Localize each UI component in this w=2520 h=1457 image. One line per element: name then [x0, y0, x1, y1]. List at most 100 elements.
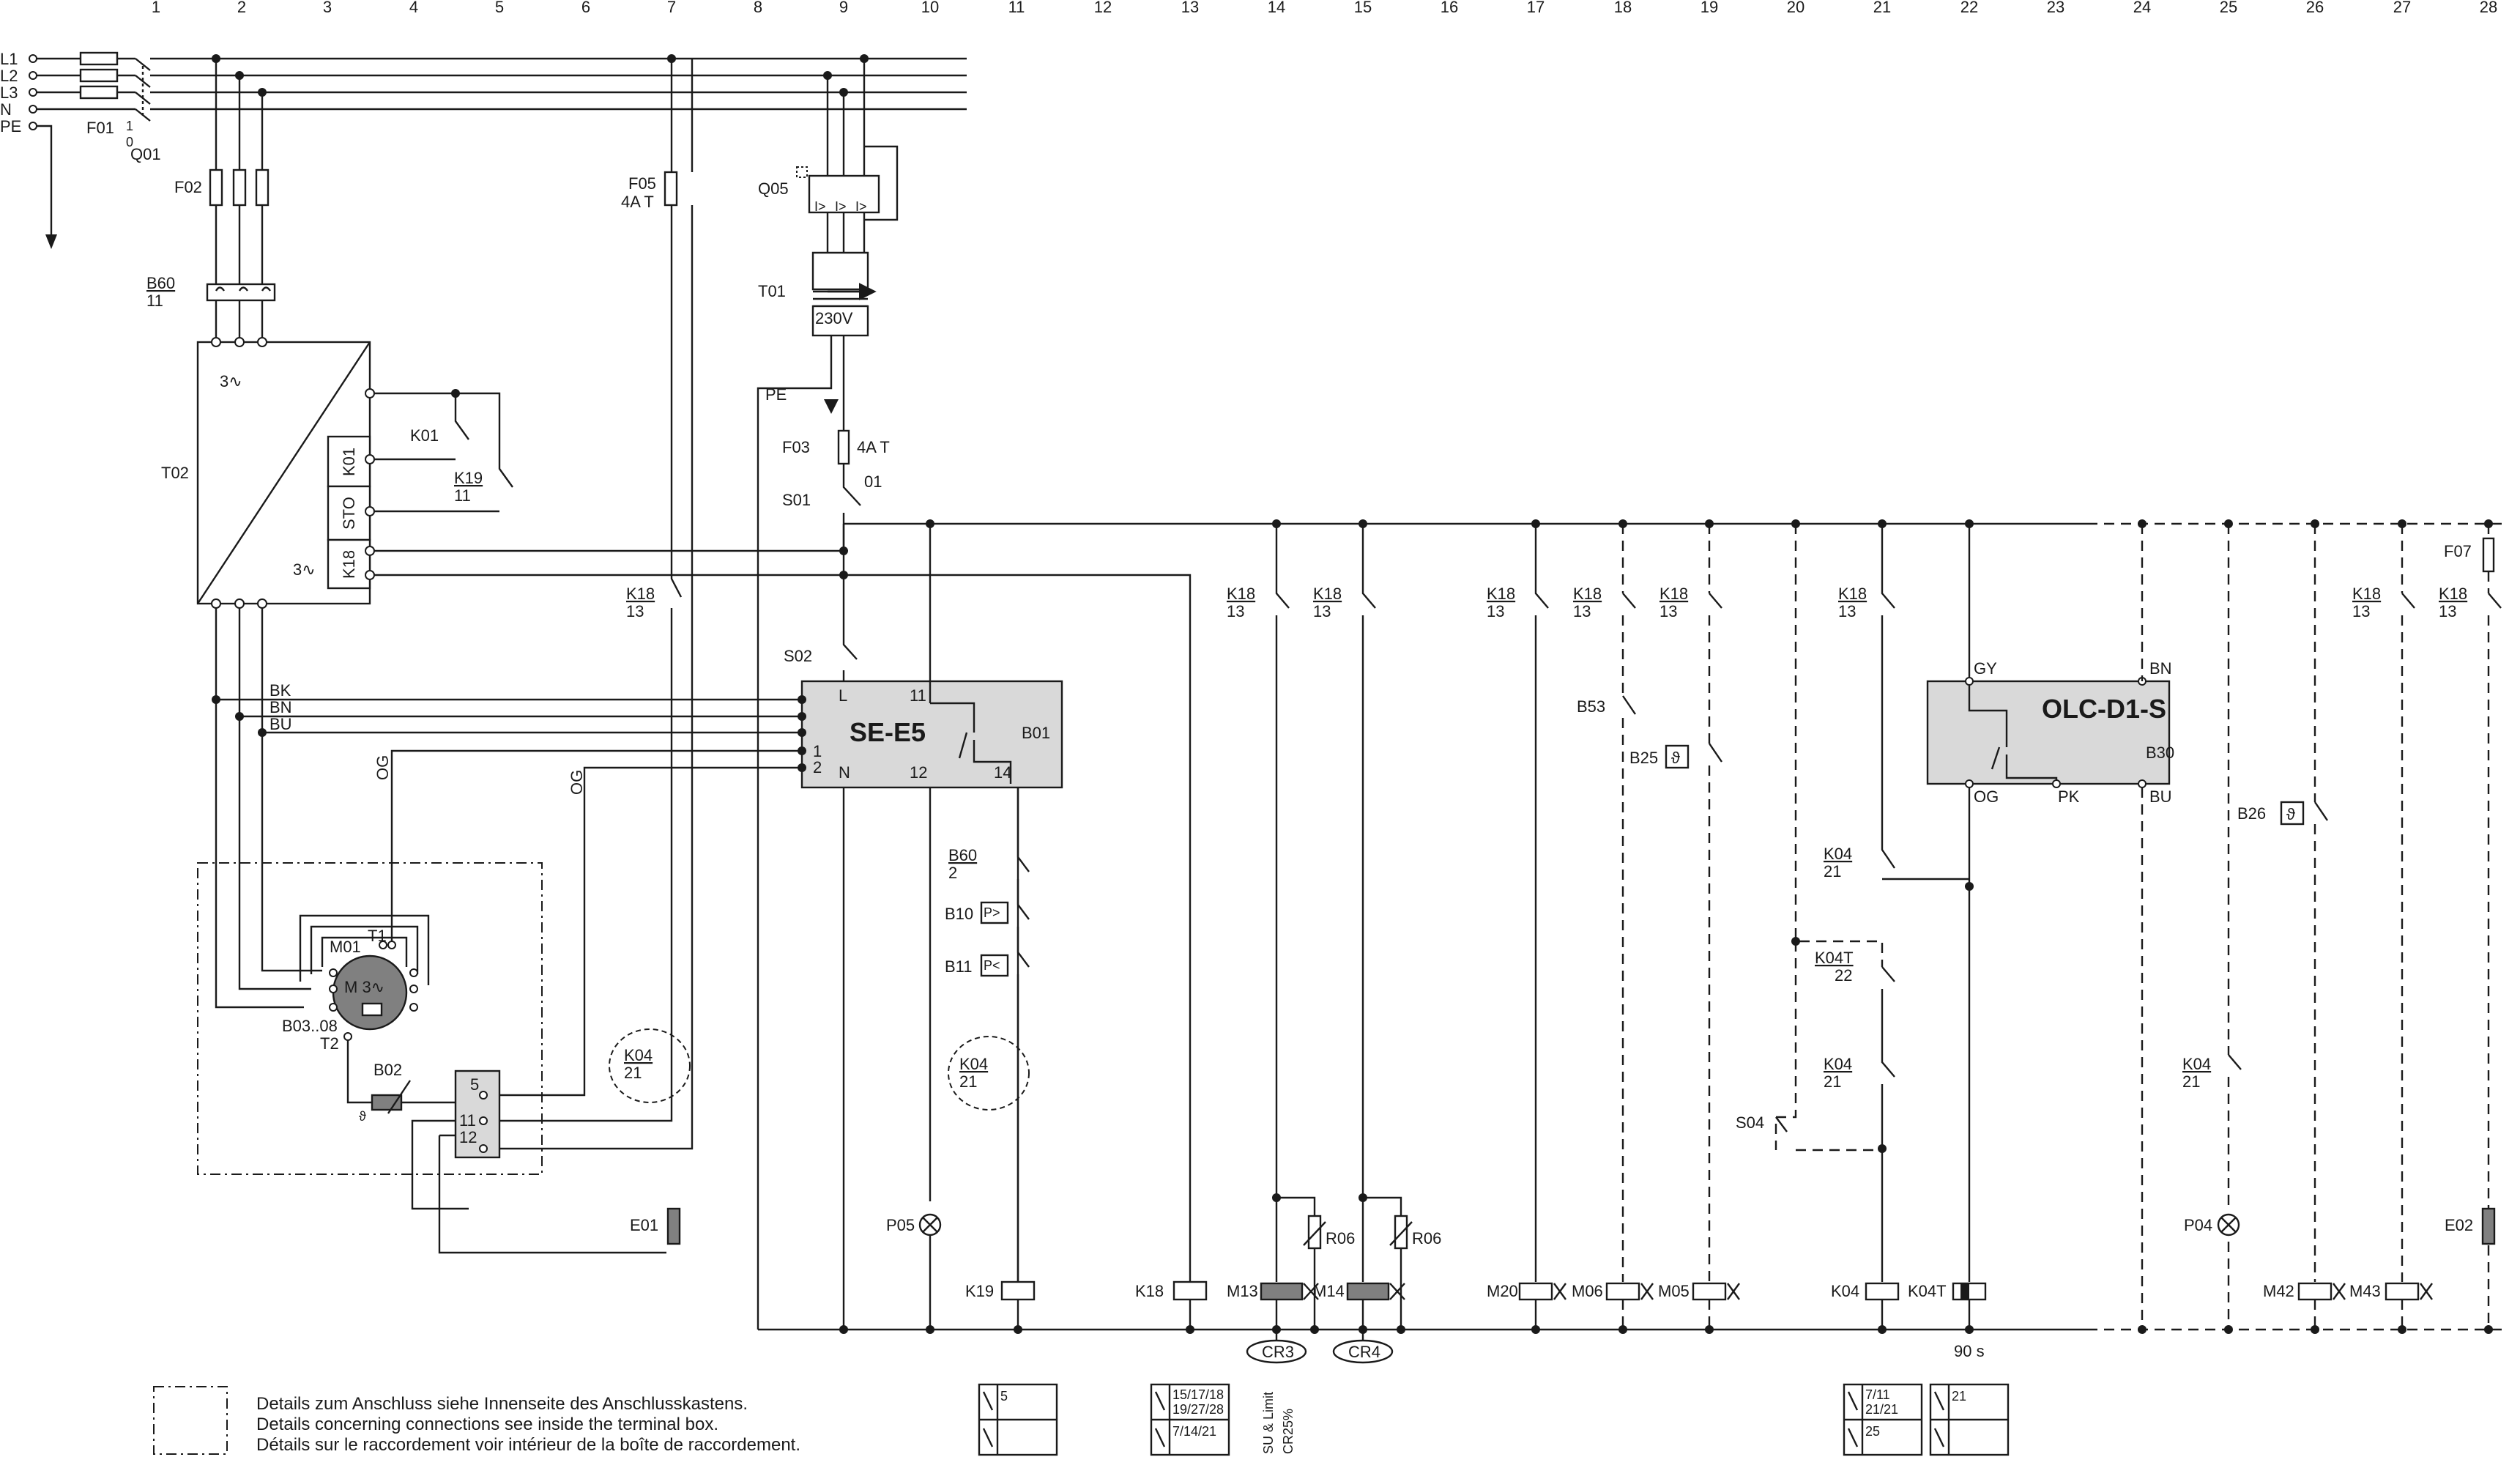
e01-heater	[666, 1207, 681, 1245]
se-e5-module: B01	[1022, 724, 1050, 742]
cr3-label: CR3	[1262, 1343, 1294, 1361]
b02-theta: ϑ	[359, 1109, 366, 1124]
s01-label: S01	[782, 491, 811, 509]
m05-coil	[1692, 1282, 1727, 1301]
col-18: 18	[1614, 0, 1632, 16]
k18-m06-ref: 13	[1573, 602, 1591, 620]
s01-ref: 01	[864, 472, 882, 491]
k18-m20-label: K18	[1487, 585, 1515, 603]
se-e5-title: SE-E5	[850, 717, 926, 747]
t01-block	[811, 305, 869, 337]
xref-k04-no-1: 7/11	[1865, 1387, 1890, 1402]
f02-fuse-2	[232, 168, 247, 207]
control-bus	[758, 522, 2505, 1331]
s04-label: S04	[1736, 1113, 1764, 1132]
se-e5-pin-n: N	[839, 763, 850, 782]
col-21: 21	[1873, 0, 1891, 16]
xref-k19-no: 5	[1000, 1389, 1008, 1404]
column-numbers: 1 2 3 4 5 6 7 8 9 10 11 12 13 14 15 16 1…	[152, 0, 2497, 16]
t02-drive: 3∿ 3∿ T02 K01 STO K18 K01 K19 11	[161, 337, 844, 609]
k18-m05-ref: 13	[1659, 602, 1677, 620]
wire-bu: BU	[270, 715, 292, 733]
b25-theta: ϑ	[1671, 749, 1680, 767]
b11-label: B11	[945, 957, 973, 976]
col-3: 3	[323, 0, 332, 16]
k19-coil	[1000, 1280, 1036, 1301]
se-e5-pin-12: 12	[910, 763, 927, 782]
k18-coil-branch: K18	[844, 574, 1208, 1334]
terminal-11: 11	[459, 1111, 476, 1130]
k04-olc-branch: K18 13 K04 21 K04T 22 K04 21 S04 K04 OLC…	[1736, 519, 2174, 1360]
b10-sym: P>	[984, 905, 1000, 920]
col-13: 13	[1181, 0, 1199, 16]
se-e5-pin-1: 1	[813, 742, 822, 760]
note-line-1: Details zum Anschluss siehe Innenseite d…	[256, 1394, 748, 1414]
m43-label: M43	[2349, 1282, 2381, 1300]
legend-box	[153, 1386, 228, 1455]
f02-label: F02	[174, 178, 202, 196]
k04t-delay: 90 s	[1954, 1342, 1985, 1360]
m43-coil	[2385, 1282, 2420, 1301]
col-26: 26	[2306, 0, 2324, 16]
m14-valve	[1346, 1282, 1390, 1301]
olc-title: OLC-D1-S	[2042, 694, 2166, 724]
k18-coil	[1172, 1280, 1208, 1301]
t02-phase-top: 3∿	[220, 372, 242, 390]
b02-label: B02	[373, 1061, 402, 1079]
col-17: 17	[1527, 0, 1545, 16]
wire-og: OG	[373, 755, 392, 780]
svg-text:I>: I>	[855, 199, 867, 214]
wire-bn: BN	[270, 698, 292, 716]
q05-block	[808, 174, 880, 214]
t02-label: T02	[161, 464, 189, 482]
k04-contact-label-2: K04	[1824, 1055, 1852, 1073]
b53-label: B53	[1577, 697, 1605, 716]
cr4-label: CR4	[1348, 1343, 1380, 1361]
f01-fuse-l3	[79, 85, 119, 100]
k04t-coil-label: K04T	[1908, 1282, 1947, 1300]
m20-m06-m05-branch: K18 13 K18 13 B53 K18 13 ϑ B25 M20 M06 M…	[1487, 519, 1740, 1334]
k18-k04-ref: 13	[1838, 602, 1856, 620]
olc-pin-pk: PK	[2058, 787, 2080, 806]
t01-voltage: 230V	[815, 309, 853, 327]
cross-reference-tables: 5 15/17/18 19/27/28 7/14/21 SU & Limit C…	[978, 1383, 2010, 1456]
col-9: 9	[839, 0, 848, 16]
olc-pin-og: OG	[1974, 787, 1999, 806]
e02-heater	[2481, 1207, 2496, 1245]
b11-sym: P<	[984, 958, 1000, 973]
k18-e02-label: K18	[2439, 585, 2467, 603]
col-20: 20	[1787, 0, 1804, 16]
cr4-marker	[1332, 1339, 1394, 1364]
pe-label: PE	[765, 385, 787, 404]
k18-contact-left-label: K18	[626, 585, 655, 603]
olc-pin-gy: GY	[1974, 659, 1997, 678]
t02-slot-k01: K01	[340, 448, 358, 476]
m05-label: M05	[1658, 1282, 1690, 1300]
col-5: 5	[495, 0, 504, 16]
pe-arrow-icon	[45, 234, 57, 249]
su-limit-line2: CR25%	[1281, 1409, 1296, 1454]
b02-sensor	[371, 1094, 403, 1111]
k18-m05-label: K18	[1659, 585, 1688, 603]
f02-fuse-1	[209, 168, 223, 207]
p04-label: P04	[2184, 1216, 2212, 1234]
b60-ref: 11	[146, 292, 163, 310]
col-28: 28	[2480, 0, 2497, 16]
k18-m06-label: K18	[1573, 585, 1602, 603]
col-16: 16	[1441, 0, 1458, 16]
k04t-contact-label: K04T	[1815, 949, 1854, 967]
b60-block	[206, 283, 276, 302]
k04-coil	[1865, 1282, 1900, 1301]
k04-contact-label-1: K04	[1824, 845, 1852, 863]
k19-ref: 11	[454, 486, 471, 505]
m13-m14-branch: K18 13 K18 13 R06 R06 M13 M14 CR3 CR4	[1227, 519, 1441, 1364]
r06-b-label: R06	[1412, 1229, 1441, 1247]
f05-label: F05	[628, 174, 656, 193]
terminal-box-outline	[197, 862, 543, 1175]
col-6: 6	[581, 0, 590, 16]
motor-name: M01	[330, 938, 361, 956]
col-19: 19	[1701, 0, 1718, 16]
f07-label: F07	[2444, 542, 2472, 560]
xref-k18-no-2: 19/27/28	[1172, 1402, 1224, 1417]
